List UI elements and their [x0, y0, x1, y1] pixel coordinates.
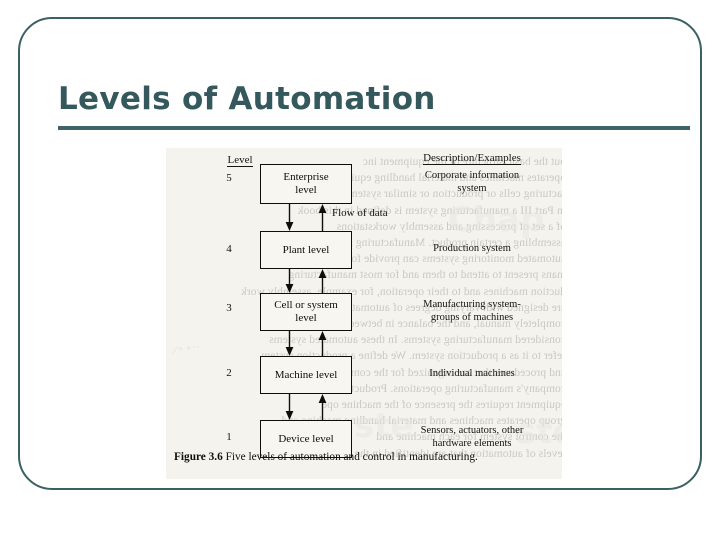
description-1-line2: hardware elements [432, 437, 512, 449]
arrow-down-5-to-4 [285, 204, 294, 231]
description-level-4: Production system [392, 243, 552, 256]
description-3-line1: Manufacturing system- [423, 299, 521, 310]
box-device-level: Device level [260, 420, 352, 458]
description-5-line2: system [457, 182, 487, 194]
scanned-figure-image: but the basic structure of the equipment… [166, 148, 562, 479]
figure-caption-text: Five levels of automation and control in… [225, 451, 478, 463]
description-level-2: Individual machines [392, 368, 552, 381]
column-header-description: Description/Examples [382, 152, 562, 165]
figure-caption: Figure 3.6 Five levels of automation and… [170, 451, 562, 463]
arrow-up-2-to-3 [318, 331, 327, 356]
box-cell-or-system-level: Cell or system level [260, 293, 352, 331]
description-5-line1: Corporate information [424, 170, 520, 181]
box-machine-level-label: Machine level [274, 368, 338, 381]
arrow-down-4-to-3 [285, 269, 294, 293]
level-number-5: 5 [226, 172, 232, 184]
level-number-3: 3 [226, 302, 232, 314]
box-enterprise-level: Enterprise level [260, 164, 352, 204]
arrow-down-2-to-1 [285, 394, 294, 420]
description-level-5: Corporate information system [392, 170, 552, 195]
arrow-down-3-to-2 [285, 331, 294, 356]
level-number-2: 2 [226, 367, 232, 379]
figure-content: Level Description/Examples 5 4 3 2 1 Ent… [166, 148, 562, 479]
box-device-level-label: Device level [278, 432, 334, 445]
column-header-level: Level [212, 154, 268, 167]
description-3-line2: groups of machines [430, 311, 514, 323]
level-number-4: 4 [226, 243, 232, 255]
arrow-up-4-to-5 [318, 204, 327, 231]
box-plant-level-label: Plant level [282, 243, 330, 256]
box-cell-level-label: Cell or system level [274, 299, 338, 325]
description-1-line1: Sensors, actuators, other [420, 425, 524, 436]
arrow-up-1-to-2 [318, 394, 327, 420]
description-2-line1: Individual machines [429, 368, 515, 379]
box-machine-level: Machine level [260, 356, 352, 394]
level-number-1: 1 [226, 431, 232, 443]
arrow-up-3-to-4 [318, 269, 327, 293]
description-4-line1: Production system [433, 243, 511, 254]
figure-caption-label: Figure 3.6 [174, 451, 223, 463]
box-enterprise-line1: Enterprise [283, 171, 329, 183]
box-plant-level: Plant level [260, 231, 352, 269]
title-underline-rule [58, 126, 690, 130]
column-header-level-text: Level [227, 154, 253, 167]
description-level-3: Manufacturing system- groups of machines [392, 299, 552, 324]
box-cell-line2: level [295, 312, 317, 324]
column-header-description-text: Description/Examples [423, 152, 521, 165]
slide-border-frame [18, 17, 702, 490]
page-title: Levels of Automation [58, 81, 436, 117]
title-block: Levels of Automation [58, 80, 692, 130]
box-enterprise-line2: level [295, 184, 317, 196]
description-level-1: Sensors, actuators, other hardware eleme… [392, 425, 552, 450]
box-enterprise-level-label: Enterprise level [283, 171, 328, 197]
flow-of-data-label: Flow of data [332, 207, 388, 219]
box-cell-line1: Cell or system [274, 299, 338, 311]
